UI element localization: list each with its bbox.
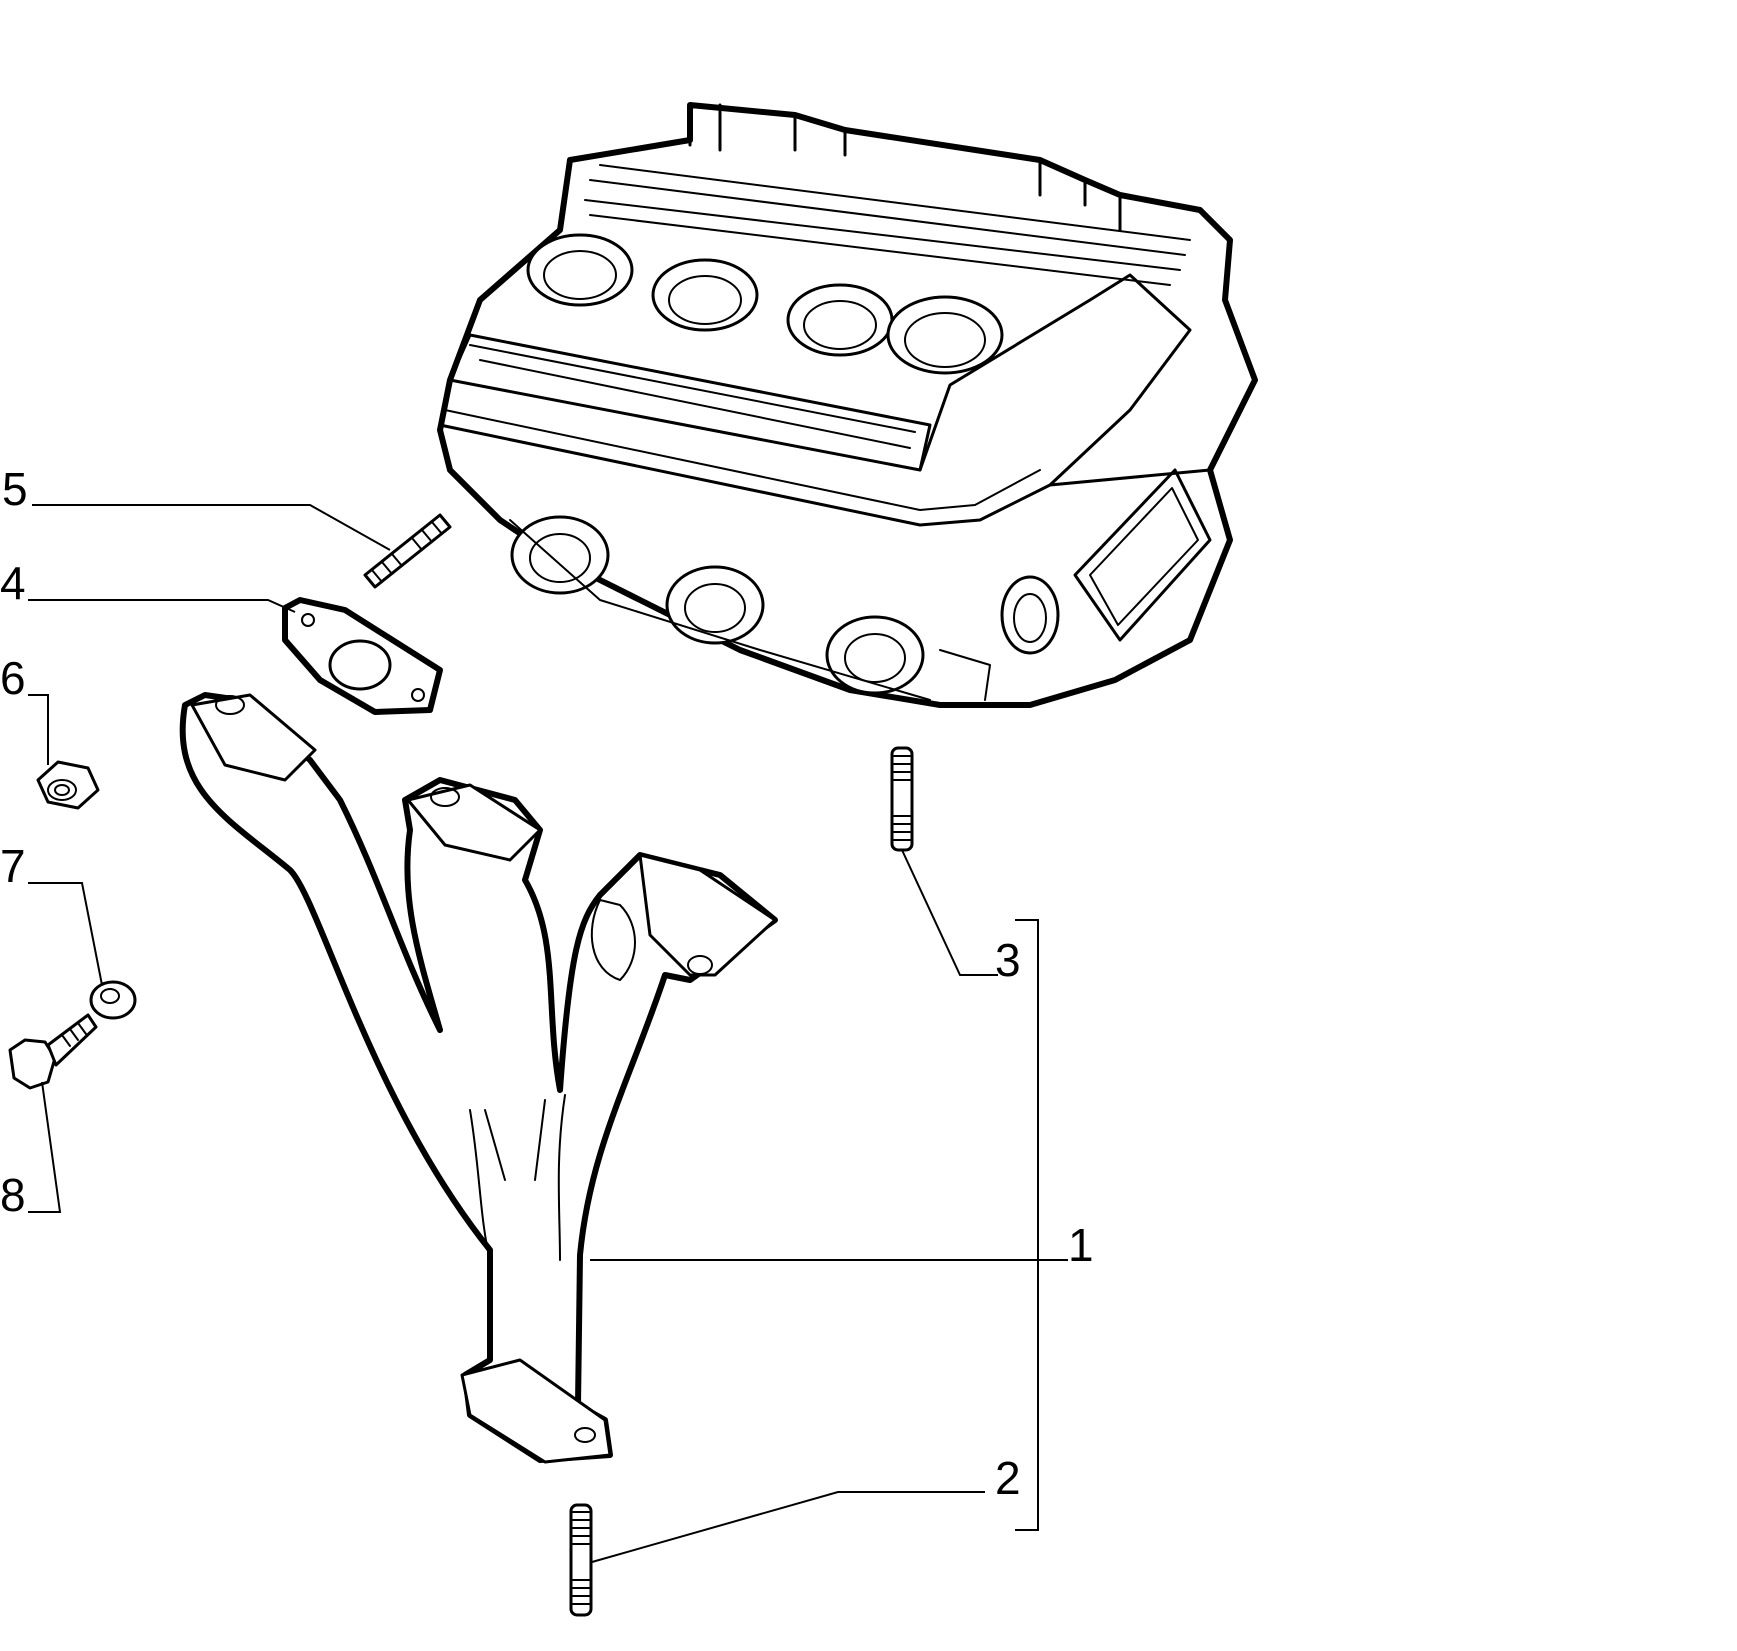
nut	[36, 760, 100, 810]
manifold-stud	[569, 1503, 593, 1617]
callout-8: 8	[0, 1169, 26, 1221]
leader-8	[28, 1081, 62, 1213]
leader-2	[591, 1491, 985, 1563]
callout-4: 4	[0, 557, 26, 609]
callout-6: 6	[0, 652, 26, 704]
callout-7: 7	[0, 840, 26, 892]
leader-7	[28, 882, 103, 986]
group-bracket	[1015, 919, 1039, 1531]
manifold-gasket	[282, 597, 443, 715]
cylinder-head	[437, 102, 1258, 708]
callout-3: 3	[995, 934, 1021, 986]
callout-1: 1	[1068, 1219, 1094, 1271]
leader-lines	[28, 504, 1068, 1563]
exhaust-manifold	[179, 692, 778, 1464]
washer	[89, 980, 137, 1020]
leader-4	[28, 599, 296, 613]
callout-2: 2	[995, 1452, 1021, 1504]
leader-3	[901, 849, 998, 976]
bolt	[8, 1013, 98, 1090]
leader-5	[32, 504, 391, 551]
leader-6	[28, 694, 49, 765]
callout-5: 5	[2, 463, 28, 515]
head-stud	[890, 746, 914, 852]
threaded-stud	[363, 513, 452, 589]
